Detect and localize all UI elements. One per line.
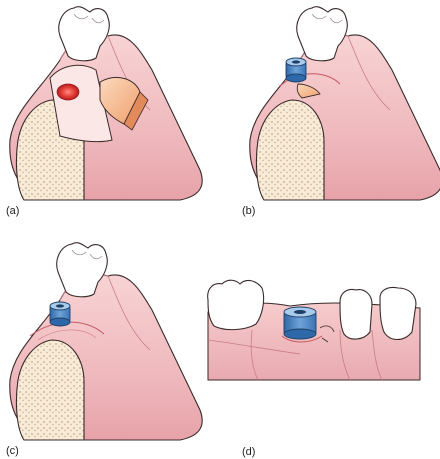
- panel-b: (b): [242, 6, 440, 217]
- wound-site: [56, 83, 80, 101]
- tooth-icon: [207, 279, 265, 331]
- implant-icon: [285, 57, 307, 83]
- panel-a: (a): [6, 6, 203, 217]
- panel-label-d: (d): [242, 446, 255, 458]
- implant-icon: [49, 301, 71, 327]
- panel-d: (d): [207, 279, 421, 458]
- suture: [321, 337, 329, 343]
- panel-label-c: (c): [6, 445, 19, 457]
- suture: [319, 325, 335, 333]
- panel-c: (c): [6, 242, 203, 457]
- panel-label-a: (a): [6, 205, 19, 217]
- tooth-icon: [379, 286, 417, 341]
- tooth-icon: [339, 288, 373, 340]
- implant-icon: [283, 306, 317, 340]
- panel-label-b: (b): [242, 205, 255, 217]
- tissue-flap: [296, 83, 321, 99]
